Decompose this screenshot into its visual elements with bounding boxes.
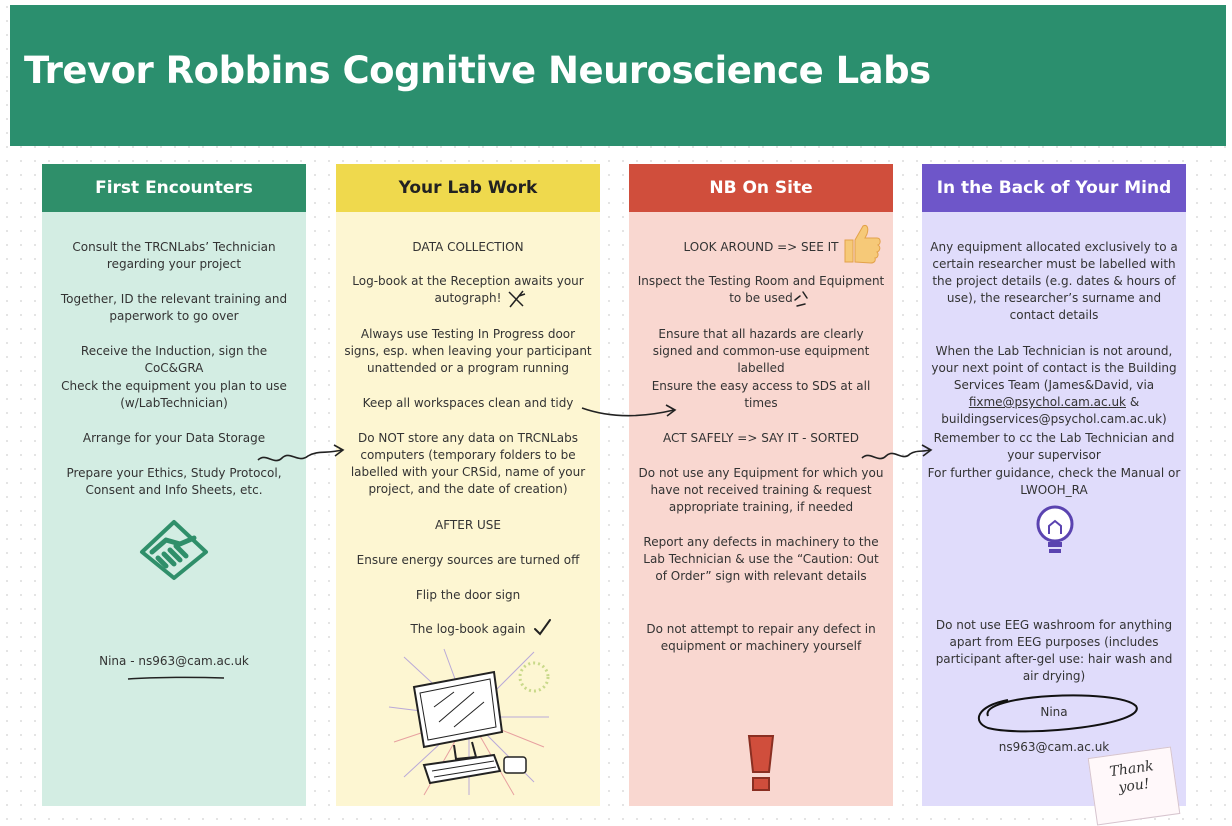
computer-illustration-icon <box>388 648 550 796</box>
column-nb-on-site: NB On Site LOOK AROUND => SEE IT Inspect… <box>629 164 893 806</box>
underline-scribble <box>127 676 225 680</box>
list-item: Check the equipment you plan to use (w/L… <box>61 379 287 410</box>
email-link[interactable]: fixme@psychol.cam.ac.uk <box>968 395 1126 409</box>
column-your-lab-work: Your Lab Work DATA COLLECTION Log-book a… <box>336 164 600 806</box>
list-item: Ensure that all hazards are clearly sign… <box>652 327 870 375</box>
contact-email: ns963@cam.ac.uk <box>998 740 1110 754</box>
page-title: Trevor Robbins Cognitive Neuroscience La… <box>24 49 931 92</box>
column-body: Any equipment allocated exclusively to a… <box>922 212 1186 826</box>
list-item: Always use Testing In Progress door sign… <box>344 327 592 375</box>
list-item-text: & <box>1126 395 1140 409</box>
column-first-encounters: First Encounters Consult the TRCNLabs’ T… <box>42 164 306 806</box>
list-item: Log-book at the Reception awaits your au… <box>352 274 584 305</box>
list-item: Do not attempt to repair any defect in e… <box>646 622 876 653</box>
list-item: Any equipment allocated exclusively to a… <box>930 240 1178 322</box>
list-item-text: buildingservices@psychol.cam.ac.uk) <box>941 412 1167 426</box>
handshake-icon <box>140 520 208 580</box>
list-item: Inspect the Testing Room and Equipment t… <box>637 274 885 305</box>
list-item: Flip the door sign <box>415 588 521 602</box>
spark-lines-icon <box>794 291 808 307</box>
checkmark-icon <box>534 619 551 636</box>
arrow-icon <box>257 444 345 462</box>
contact-name: Nina <box>1040 705 1068 719</box>
arrow-icon <box>581 404 677 417</box>
list-item: Consult the TRCNLabs’ Technician regardi… <box>72 240 276 271</box>
exclamation-icon <box>747 735 775 791</box>
list-item: When the Lab Technician is not around, y… <box>926 343 1182 428</box>
list-item: Report any defects in machinery to the L… <box>643 535 879 583</box>
thank-you-text: Thank you! <box>1108 758 1155 797</box>
section-label: LOOK AROUND => SEE IT <box>683 240 839 254</box>
column-heading: First Encounters <box>42 164 306 212</box>
list-item: Ensure energy sources are turned off <box>356 553 580 567</box>
list-item: Do not use any Equipment for which you h… <box>638 466 884 514</box>
column-body: Consult the TRCNLabs’ Technician regardi… <box>42 212 306 806</box>
list-item: Prepare your Ethics, Study Protocol, Con… <box>66 466 282 497</box>
list-item: Keep all workspaces clean and tidy <box>362 396 574 410</box>
contact-line: Nina - ns963@cam.ac.uk <box>99 654 249 668</box>
cross-mark-icon <box>508 290 526 308</box>
list-item: Remember to cc the Lab Technician and yo… <box>933 431 1175 462</box>
list-item-text: When the Lab Technician is not around, y… <box>931 344 1177 392</box>
section-label: AFTER USE <box>435 518 501 532</box>
list-item: Do not use EEG washroom for anything apa… <box>935 618 1173 683</box>
list-item: Arrange for your Data Storage <box>82 431 266 445</box>
thank-you-note-icon: Thank you! <box>1087 746 1181 826</box>
list-item: Together, ID the relevant training and p… <box>60 292 288 323</box>
section-label: DATA COLLECTION <box>412 240 524 254</box>
thumbs-up-icon <box>844 225 881 264</box>
column-heading: Your Lab Work <box>336 164 600 212</box>
list-item: For further guidance, check the Manual o… <box>927 466 1181 497</box>
list-item: Receive the Induction, sign the CoC&GRA <box>80 344 268 375</box>
list-item: Ensure the easy access to SDS at all tim… <box>651 379 871 410</box>
section-label: ACT SAFELY => SAY IT - SORTED <box>663 431 859 445</box>
lightbulb-icon <box>1036 505 1074 553</box>
column-body: DATA COLLECTION Log-book at the Receptio… <box>336 212 600 806</box>
circle-scribble <box>977 694 1138 733</box>
column-heading: NB On Site <box>629 164 893 212</box>
column-heading: In the Back of Your Mind <box>922 164 1186 212</box>
column-body: LOOK AROUND => SEE IT Inspect the Testin… <box>629 212 893 806</box>
arrow-icon <box>861 444 933 460</box>
column-back-of-your-mind: In the Back of Your Mind Any equipment a… <box>922 164 1186 826</box>
list-item: The log-book again <box>410 622 526 636</box>
page-header: Trevor Robbins Cognitive Neuroscience La… <box>10 5 1226 146</box>
list-item: Do NOT store any data on TRCNLabs comput… <box>350 431 586 496</box>
